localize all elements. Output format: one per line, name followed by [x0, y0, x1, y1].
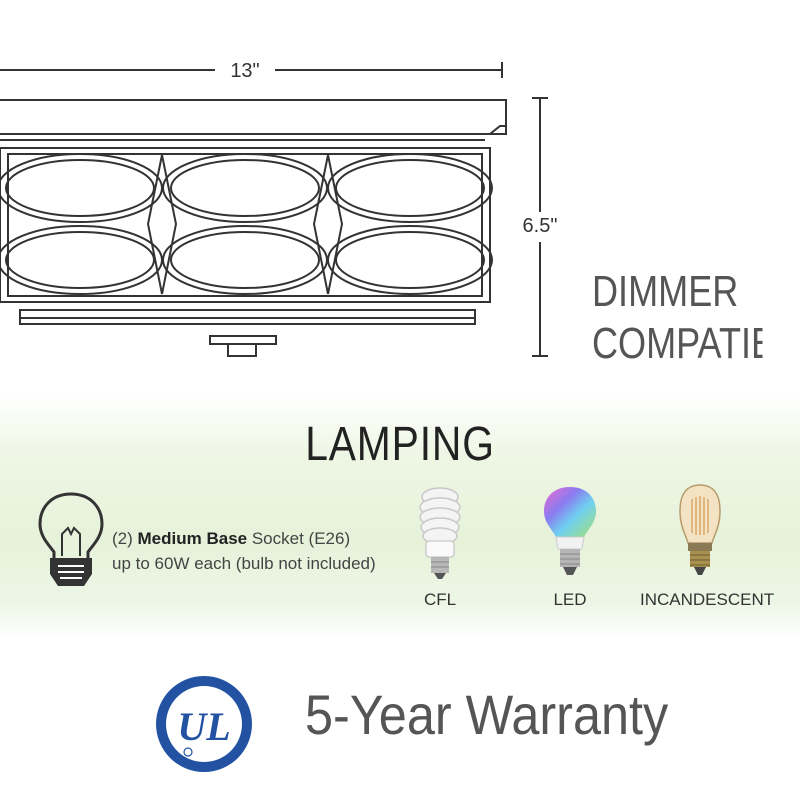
bulb-type-led: LED	[530, 483, 610, 609]
bulb-label-incandescent: INCANDESCENT	[640, 590, 775, 609]
width-dimension-line	[0, 62, 503, 78]
bulb-label-led: LED	[553, 590, 587, 609]
height-label: 6.5"	[510, 215, 570, 238]
fixture-lattice-pattern	[0, 153, 493, 295]
cfl-bulb-icon	[419, 487, 461, 579]
lamping-section: LAMPING (2) Medium Base Socket (E26) up …	[0, 395, 800, 640]
width-label: 13"	[215, 60, 275, 83]
socket-desc: Socket (E26)	[251, 529, 351, 548]
ul-logo: UL	[156, 676, 252, 772]
bulb-type-incandescent: INCANDESCENT	[640, 483, 774, 609]
incandescent-bulb-icon	[679, 484, 721, 575]
lightbulb-outline-icon	[38, 492, 104, 586]
socket-type: Medium Base	[137, 529, 248, 548]
led-bulb-icon	[544, 487, 596, 575]
socket-spec: (2) Medium Base Socket (E26) up to 60W e…	[112, 526, 376, 576]
height-dimension-line	[532, 97, 548, 357]
fixture-drawing	[0, 62, 548, 357]
socket-spec-line-1: (2) Medium Base Socket (E26)	[112, 526, 376, 551]
fixture-shade	[0, 147, 491, 357]
fixture-canopy	[0, 99, 507, 149]
warranty-text: 5-Year Warranty	[305, 683, 669, 746]
bulb-label-cfl: CFL	[423, 590, 457, 609]
warranty-section: UL 5-Year Warranty	[0, 660, 800, 800]
dimmer-line-1: DIMMER	[592, 267, 739, 316]
fixture-diagram: 13" 6.5" DIMMER COMPATIBLE	[0, 60, 763, 370]
dimmer-compatible-text: DIMMER COMPATIBLE	[592, 266, 763, 370]
dimmer-line-2: COMPATIBLE	[592, 319, 763, 368]
lamping-title: LAMPING	[305, 418, 495, 471]
bulb-type-cfl: CFL	[400, 483, 480, 609]
socket-count: (2)	[112, 529, 133, 548]
ul-logo-text: UL	[177, 704, 230, 749]
wattage-note: up to 60W each (bulb not included)	[112, 554, 376, 573]
